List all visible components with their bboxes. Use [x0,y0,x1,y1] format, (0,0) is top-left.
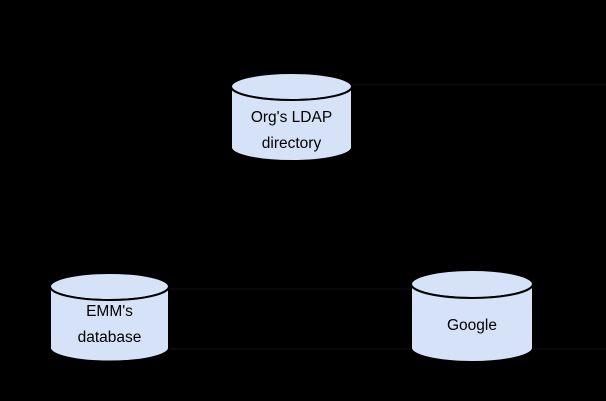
cylinder-body-org-ldap [230,86,353,162]
node-label-emm-line2: database [78,329,142,346]
node-label-google-line1: Google [447,317,497,334]
cylinder-body-google [410,283,534,363]
node-label-emm-line1: EMM's [86,303,133,320]
cylinder-body-emm [49,286,170,363]
node-emm-database: EMM's database [49,272,170,363]
node-org-ldap-directory: Org's LDAP directory [230,72,353,162]
node-label-org-ldap-line1: Org's LDAP [251,109,332,126]
node-label-org-ldap-line2: directory [262,135,322,152]
node-google: Google [410,269,534,363]
